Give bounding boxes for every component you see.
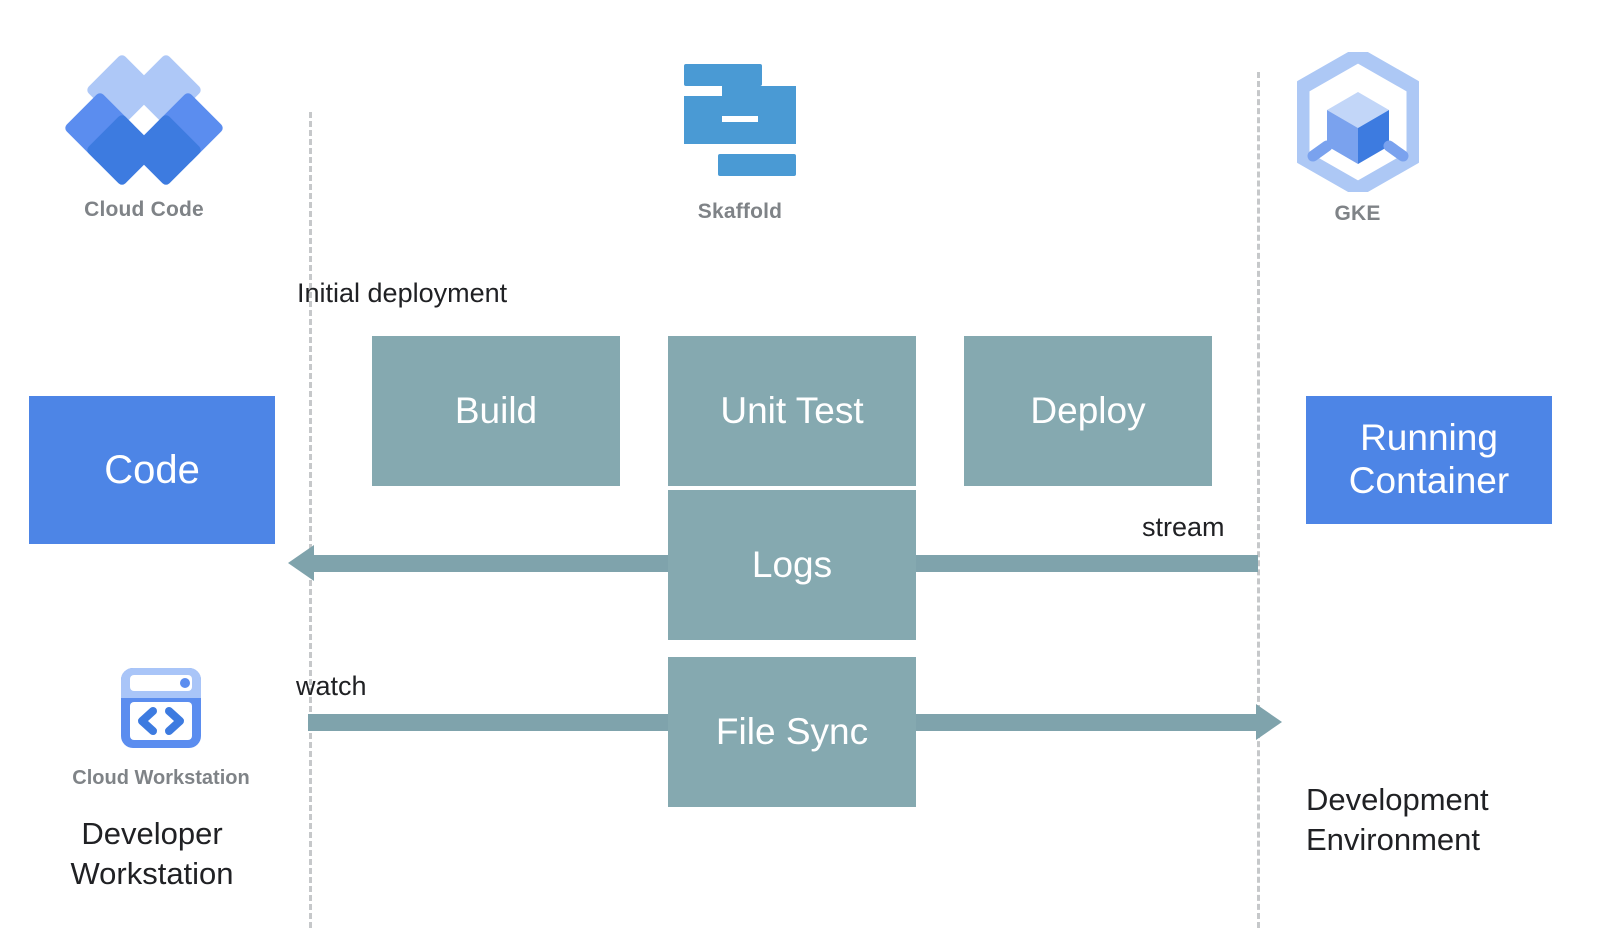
logo-caption-skaffold: Skaffold	[697, 200, 783, 223]
logo-caption-cloud-code: Cloud Code	[84, 198, 204, 221]
label-initial-deployment: Initial deployment	[297, 278, 508, 308]
stage-box-unit-test[interactable]: Unit Test	[668, 336, 916, 486]
cloud-workstation-icon	[121, 668, 201, 748]
logo-caption-gke: GKE	[1334, 202, 1381, 225]
skaffold-logo-icon	[682, 62, 798, 182]
zone-boundary-right	[1257, 72, 1260, 928]
zone-boundary-left	[309, 112, 312, 928]
cloud-code-diamonds-icon	[63, 53, 225, 187]
logo-skaffold: Skaffold	[640, 62, 840, 224]
stage-box-logs[interactable]: Logs	[668, 490, 916, 640]
running-container-box[interactable]: Running Container	[1306, 396, 1552, 524]
label-watch: watch	[296, 671, 367, 701]
logo-gke: GKE	[1265, 47, 1450, 226]
logo-cloud-workstation: Cloud Workstation	[56, 662, 266, 790]
file-sync-arrow-right-icon	[1256, 704, 1282, 740]
stage-box-file-sync[interactable]: File Sync	[668, 657, 916, 807]
running-container-label: Running Container	[1348, 417, 1510, 501]
code-box[interactable]: Code	[29, 396, 275, 544]
logs-arrow-left-icon	[288, 545, 314, 581]
stage-box-build[interactable]: Build	[372, 336, 620, 486]
stage-box-deploy[interactable]: Deploy	[964, 336, 1212, 486]
logo-cloud-code: Cloud Code	[38, 53, 250, 222]
label-stream: stream	[1142, 512, 1225, 542]
gke-hexagon-cube-icon	[1294, 47, 1421, 197]
zone-caption-developer-workstation: Developer Workstation	[70, 816, 234, 891]
zone-caption-development-environment: Development Environment	[1306, 782, 1489, 857]
caption-cloud-workstation: Cloud Workstation	[72, 767, 250, 789]
